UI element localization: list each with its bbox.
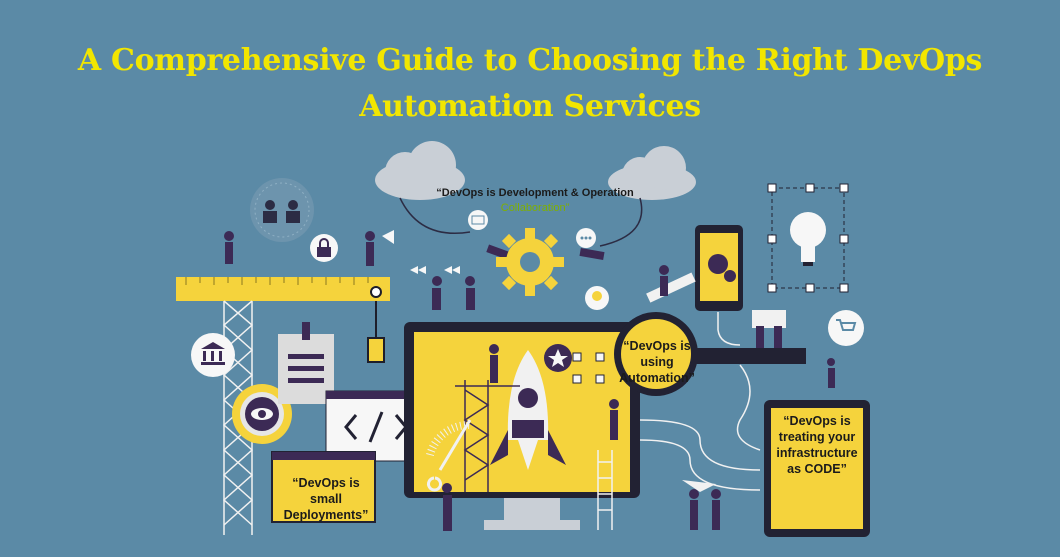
small-deployments-card [271,451,376,523]
devops-infrastructure-code-quote: “DevOps is treating your infrastructure … [776,414,858,476]
ruler-beam [176,277,390,301]
title-line-1: A Comprehensive Guide to Choosing the Ri… [77,43,983,78]
eye-icon [232,384,292,444]
devops-automation-quote: “DevOps is using Automation” [619,339,695,385]
title-line-2: Automation Services [359,89,701,124]
star-icon [544,344,572,372]
phone-device [695,225,743,311]
cloud-icon [375,141,465,200]
flowchart [572,352,605,384]
rocket-icon [490,350,566,470]
devops-small-deployments-quote: “DevOps is small Deployments” [283,476,369,522]
tablet-device [764,400,870,537]
bank-icon [191,333,235,377]
devops-collaboration-quote: “DevOps is Development & Operation Colla… [425,186,645,216]
document-panel [278,334,334,404]
gear-icon [496,228,564,296]
location-pin-icon [585,286,609,310]
mail-icon [468,210,488,230]
lock-icon [310,234,338,262]
page-title: A Comprehensive Guide to Choosing the Ri… [0,38,1060,130]
team-icon [250,178,314,242]
quote-line-1: “DevOps is Development & Operation [436,187,634,199]
business-figures [224,230,605,310]
cloud-icon [608,146,696,200]
launch-tower [455,380,520,492]
quote-line-2: Collaboration” [500,202,570,214]
chat-icon [576,228,596,248]
magnifier [614,312,806,396]
lightbulb-icon [767,183,849,293]
cart-icon [828,310,864,346]
